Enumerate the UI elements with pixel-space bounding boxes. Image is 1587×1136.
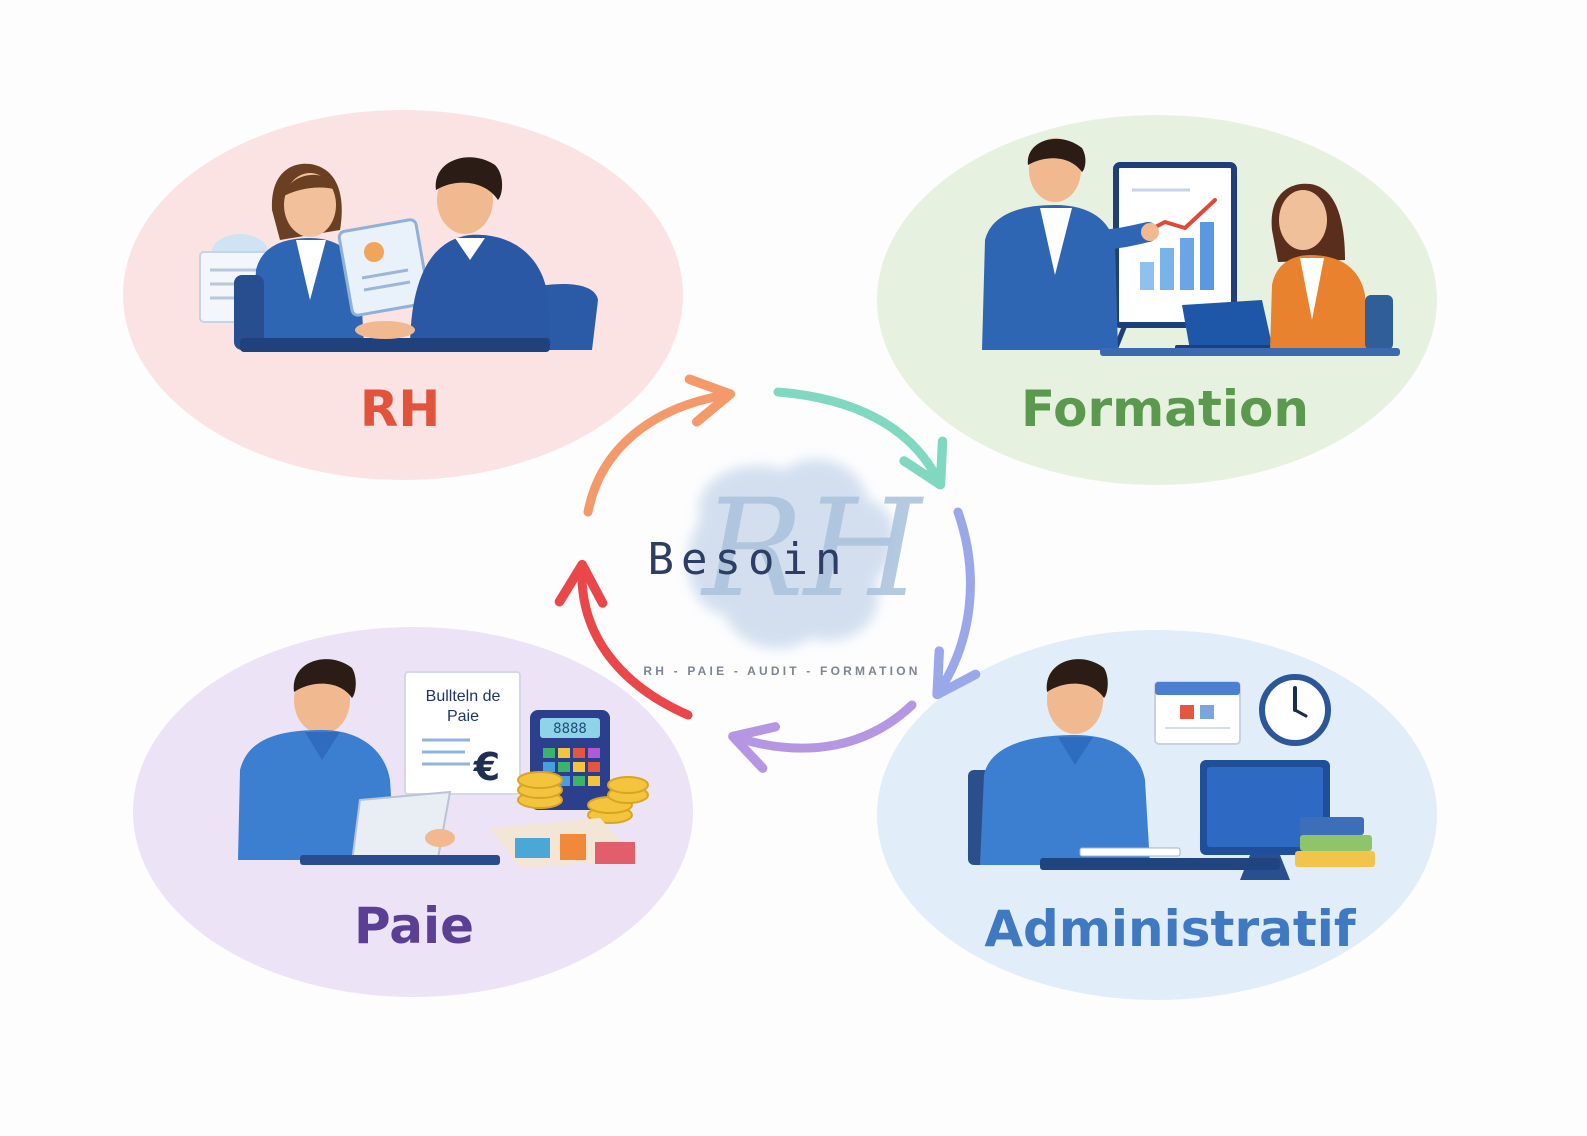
arrow-administratif-to-paie bbox=[728, 700, 917, 773]
formation-illustration bbox=[982, 138, 1400, 356]
node-label-rh: RH bbox=[360, 380, 440, 438]
arrow-formation-to-administratif bbox=[932, 507, 981, 700]
payslip-title: Bullteln de bbox=[426, 688, 501, 705]
node-label-administratif: Administratif bbox=[984, 900, 1357, 958]
arrow-rh-to-formation bbox=[773, 387, 948, 490]
arrow-paie-to-rh-red bbox=[554, 559, 693, 720]
administratif-illustration bbox=[968, 659, 1375, 880]
logo-watercolor-blob bbox=[687, 459, 895, 649]
center-tagline: RH - PAIE - AUDIT - FORMATION bbox=[643, 664, 920, 678]
payslip-subtitle: Paie bbox=[447, 708, 479, 725]
calculator-display: 8888 bbox=[553, 721, 587, 737]
rh-illustration bbox=[199, 157, 598, 352]
paie-illustration bbox=[238, 659, 649, 868]
center-word: Besoin bbox=[648, 534, 849, 585]
clock-icon bbox=[1259, 674, 1331, 746]
arrow-paie-to-rh bbox=[583, 374, 736, 517]
center-logo: RH Besoin RH - PAIE - AUDIT - FORMATION bbox=[643, 459, 924, 678]
logo-letters: RH bbox=[699, 470, 924, 627]
node-label-formation: Formation bbox=[1021, 380, 1309, 438]
node-label-paie: Paie bbox=[354, 897, 474, 955]
calendar-icon bbox=[1154, 681, 1241, 745]
euro-symbol: € bbox=[473, 745, 500, 789]
cycle-arrows bbox=[554, 374, 981, 773]
payslip bbox=[404, 671, 521, 795]
